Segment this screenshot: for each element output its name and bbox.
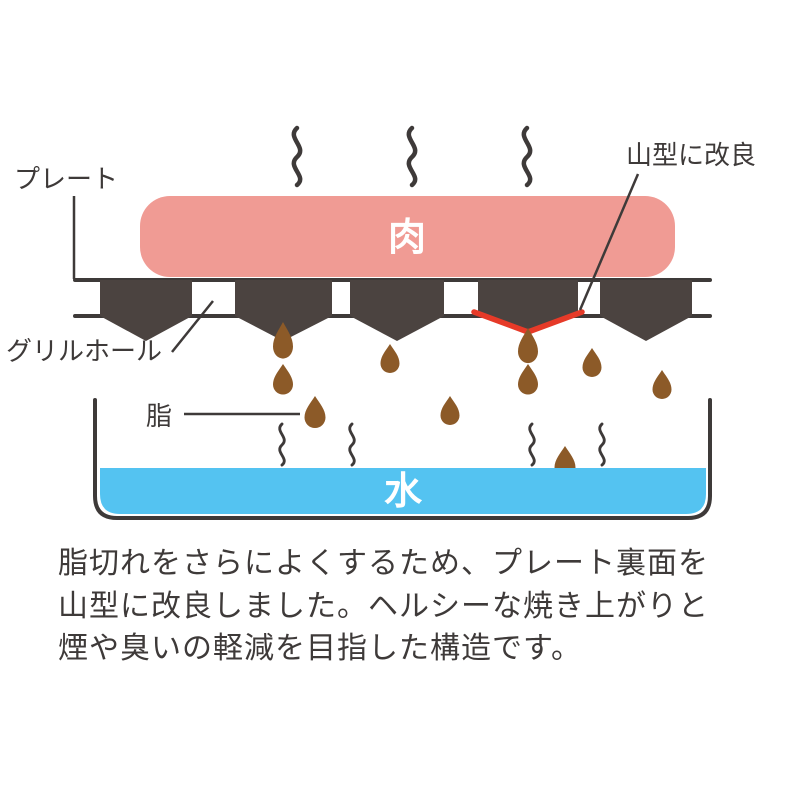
steam-squiggle-icon [528,422,536,467]
fat-drip [518,328,538,364]
fat-drop [582,348,602,377]
steam-squiggle-icon [348,422,356,467]
caption-line-2: 山型に改良しました。ヘルシーな焼き上がりと [58,588,709,624]
plate-tooth [100,280,192,341]
meat-label: 肉 [388,215,426,259]
steam-squiggle-icon [598,422,606,467]
ridge-note-leader-line [578,173,640,311]
water-tray-outline [93,398,712,520]
caption: 脂切れをさらによくするため、プレート裏面を 山型に改良しました。ヘルシーな焼き上… [58,543,758,671]
fat-drop [273,364,293,395]
ridge-note-label: 山型に改良 [626,141,756,171]
caption-line-1: 脂切れをさらによくするため、プレート裏面を [58,546,709,581]
grill-diagram: 肉 [6,0,756,520]
water [100,468,706,514]
plate-tooth [600,280,692,341]
plate-tooth-improved [478,280,578,330]
water-label: 水 [384,469,423,513]
fat-drops [273,344,672,479]
fat-drop [380,344,400,373]
grill-hole-label: グリルホール [6,337,162,367]
steam-squiggle-icon [278,422,286,467]
steam-squiggle-icon [294,128,300,185]
plate-label: プレート [14,165,118,195]
steam-above-meat [294,128,530,185]
grill-hole-leader-line [171,300,214,353]
plate-tooth [350,280,444,341]
fat-label: 脂 [146,402,172,432]
steam-squiggle-icon [409,128,415,185]
fat-drop-labeled [304,396,326,429]
steam-in-tray [278,422,606,467]
caption-line-3: 煙や臭いの軽減を目指した構造です。 [58,631,582,667]
meat-block [140,196,675,277]
plate-tooth [235,280,332,341]
fat-drop [518,364,538,395]
steam-squiggle-icon [524,128,530,185]
fat-drop [440,396,460,425]
fat-drop [652,370,672,399]
